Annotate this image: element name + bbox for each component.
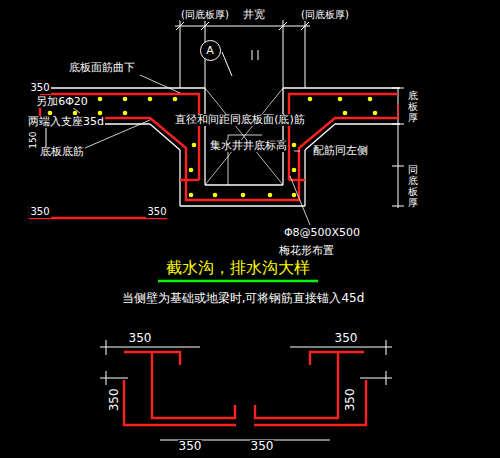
leader-line [68, 75, 310, 225]
note-text: (同底板厚) [300, 9, 350, 21]
note-text: 井宽 [242, 9, 266, 22]
concrete-outline [100, 340, 392, 440]
note-text: 当侧壁为基础或地梁时,可将钢筋直接锚入45d [121, 292, 366, 306]
note-text: 配筋同左侧 [312, 145, 369, 158]
marker-letter: A [206, 44, 214, 57]
rebar [124, 352, 366, 425]
note-text: 集水井井底标高 [209, 140, 288, 153]
note-text: Φ8@500X500 [283, 227, 361, 240]
dimension-line [40, 20, 404, 208]
dimension-text: 350 [250, 440, 275, 454]
dimension-text: 350 [29, 82, 50, 94]
drawing-title: 截水沟，排水沟大样 [164, 258, 312, 279]
note-text: 直径和间距同底板面(底)筋 [174, 114, 306, 127]
dimension-text: 150 [29, 130, 39, 149]
note-text: 梅花形布置 [278, 245, 335, 258]
title-underline [158, 280, 318, 283]
note-text: 底板面筋曲下 [68, 62, 136, 75]
note-text: 同底板厚 [407, 164, 419, 208]
note-text: 另加6Φ20 [35, 96, 89, 109]
note-text: 底板底筋 [39, 146, 85, 159]
note-text: 底板厚 [407, 90, 419, 123]
dimension-text: 350 [178, 440, 203, 454]
rebar-dot [48, 97, 378, 198]
dimension-text: 350 [146, 206, 167, 218]
note-text: 两端入支座35d [27, 116, 105, 129]
note-text: (同底板厚) [180, 9, 230, 21]
rebar [30, 94, 398, 218]
dimension-text: 350 [107, 388, 121, 413]
concrete-outline [38, 88, 400, 206]
dimension-text: 350 [128, 332, 153, 346]
section-marker: A [200, 40, 221, 61]
dimension-text: 350 [334, 332, 359, 346]
dimension-text: 350 [29, 206, 50, 218]
dimension-text: 350 [343, 388, 357, 413]
